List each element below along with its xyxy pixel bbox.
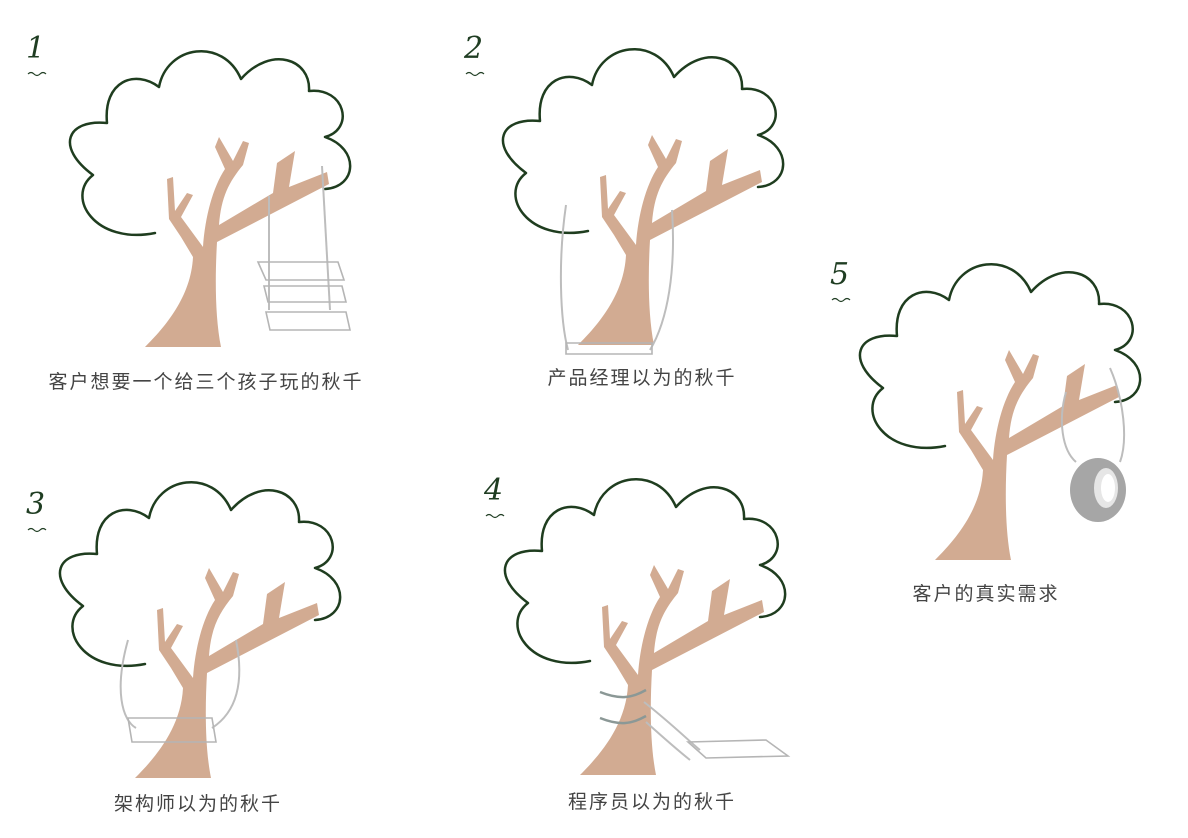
panel-2: 2 产品经理以为的秋千 <box>463 31 785 389</box>
panel-4: 4 程序员以为的秋千 <box>483 473 791 813</box>
panel-2-caption: 产品经理以为的秋千 <box>547 367 736 389</box>
squiggle-icon <box>465 71 485 77</box>
panel-1: 1 客户想要一个给三个孩子玩的秋千 <box>26 31 363 393</box>
tree-icon <box>58 480 342 780</box>
panel-1-number: 1 <box>26 31 45 66</box>
squiggle-icon <box>27 527 47 533</box>
swing-icon <box>256 165 351 331</box>
panel-4-number: 4 <box>483 473 503 508</box>
tree-icon <box>501 47 785 347</box>
panel-2-number: 2 <box>463 31 483 66</box>
panel-3-number: 3 <box>26 487 45 522</box>
tree-icon <box>503 477 787 777</box>
squiggle-icon <box>485 513 505 519</box>
panel-3: 3 架构师以为的秋千 <box>26 480 342 815</box>
squiggle-icon <box>27 71 47 77</box>
panel-5-number: 5 <box>830 257 849 292</box>
panel-4-caption: 程序员以为的秋千 <box>568 791 736 813</box>
panel-1-caption: 客户想要一个给三个孩子玩的秋千 <box>48 371 363 393</box>
squiggle-icon <box>831 297 851 303</box>
swing-icon <box>599 688 791 761</box>
panel-3-caption: 架构师以为的秋千 <box>114 793 282 815</box>
panel-5: 5 客户的真实需求 <box>830 257 1142 605</box>
tire-swing-icon <box>1060 367 1126 522</box>
panel-5-caption: 客户的真实需求 <box>912 583 1059 605</box>
swing-icon <box>559 204 675 355</box>
swing-icon <box>119 639 241 743</box>
